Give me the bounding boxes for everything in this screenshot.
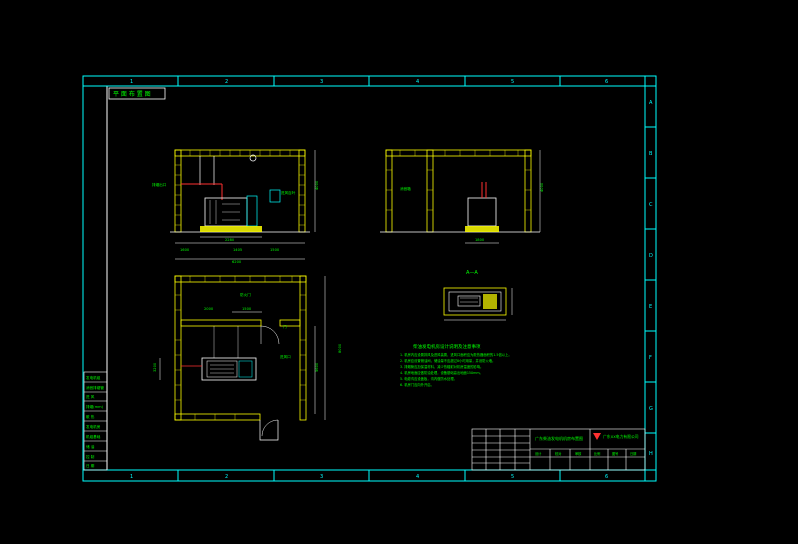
frame-side-c: C bbox=[649, 202, 653, 208]
plan-dim-left: 3200 bbox=[153, 362, 157, 372]
title-block bbox=[471, 428, 646, 471]
notes-title: 柴油发电机房设计说明及注意事项 bbox=[413, 343, 481, 350]
legend-2: 消音排烟管 bbox=[86, 385, 104, 390]
frame-side-h: H bbox=[649, 451, 653, 457]
legend-8: 储 油 bbox=[86, 444, 95, 449]
tb-cell-4: 比例 bbox=[594, 451, 600, 456]
tb-cell-1: 设计 bbox=[535, 451, 542, 456]
frame-bottom-3: 3 bbox=[320, 474, 323, 480]
frame-bottom-6: 6 bbox=[605, 474, 608, 480]
titleblock-drawing-name: 广东柴油发电机机房布置图 bbox=[535, 435, 583, 441]
zone-separators bbox=[177, 76, 656, 481]
section-label: A—A bbox=[466, 270, 478, 276]
right-elev-height: 4000 bbox=[540, 182, 544, 192]
frame-side-e: E bbox=[649, 304, 652, 310]
notes-item-5: 5. 电缆沟应设盖板，沟内做防水处理。 bbox=[400, 376, 457, 381]
legend-4: 排烟(mm) bbox=[86, 404, 104, 409]
company-logo-icon bbox=[593, 433, 601, 440]
frame-side-f: F bbox=[649, 355, 652, 361]
right-elev-label-left: 消音箱 bbox=[400, 186, 411, 191]
notes-item-1: 1. 机房内应设置排风及进风装置，进风口面积应为散热器面积的1.5倍以上。 bbox=[400, 352, 512, 357]
frame-side-g: G bbox=[649, 406, 653, 412]
plan-dim-top-small: 2000 bbox=[204, 307, 214, 311]
plan-dim-top: 1500 bbox=[242, 307, 252, 311]
genset-end-view bbox=[467, 197, 497, 227]
frame-top-3: 3 bbox=[320, 79, 323, 85]
tb-cell-6: 日期 bbox=[630, 451, 636, 456]
tb-cell-3: 审核 bbox=[575, 451, 582, 456]
plan-label-window: 进风口 bbox=[280, 354, 291, 359]
frame-side-b: B bbox=[649, 151, 653, 157]
plan-door-label: 门 bbox=[283, 324, 287, 329]
genset-plan bbox=[201, 357, 257, 381]
notes-item-3: 3. 排烟管应加保温材料，减少热辐射对机房温度的影响。 bbox=[400, 364, 483, 369]
legend-3: 进 风 bbox=[86, 394, 95, 399]
frame-side-d: D bbox=[649, 253, 653, 259]
left-elev-overall: 6200 bbox=[232, 260, 242, 264]
left-elev-dim-1: 1600 bbox=[180, 248, 190, 252]
right-elevation bbox=[380, 149, 541, 244]
inner-frame bbox=[106, 85, 646, 471]
frame-bottom-2: 2 bbox=[225, 474, 228, 480]
legend-6: 发电机房 bbox=[86, 424, 101, 429]
left-elev-label-left: 排烟出口 bbox=[152, 182, 167, 187]
titleblock-company: 广东XX电力有限公司 bbox=[603, 434, 639, 439]
legend-7: 机组基础 bbox=[86, 434, 101, 439]
frame-bottom-4: 4 bbox=[416, 474, 419, 480]
tb-cell-5: 图号 bbox=[612, 451, 618, 456]
frame-top-5: 5 bbox=[511, 79, 514, 85]
outer-frame bbox=[82, 75, 657, 482]
frame-top-2: 2 bbox=[225, 79, 228, 85]
plan-inner-height: 5600 bbox=[315, 362, 319, 372]
left-elevation bbox=[170, 149, 316, 260]
left-elev-dim-3: 1405 bbox=[233, 248, 242, 252]
notes-item-6: 6. 机房门应向外开启。 bbox=[400, 382, 434, 387]
frame-bottom-5: 5 bbox=[511, 474, 514, 480]
section-a-a bbox=[443, 287, 513, 321]
frame-top-1: 1 bbox=[130, 79, 133, 85]
plan-overall-height: 8000 bbox=[338, 343, 342, 353]
legend-5: 散 热 bbox=[86, 414, 95, 419]
title-tag: 平 面 布 置 图 bbox=[113, 90, 151, 98]
left-elev-label-right: 进风百叶 bbox=[281, 190, 296, 195]
legend-10: 日 期 bbox=[86, 463, 95, 468]
legend-1: 发电机组 bbox=[86, 375, 101, 380]
notes-item-2: 2. 机房应设置储油间，储油量不应超过8小时用量，并设防火墙。 bbox=[400, 358, 495, 363]
left-legend bbox=[83, 371, 108, 471]
tb-cell-2: 校对 bbox=[555, 451, 562, 456]
left-elev-dim-2: 2280 bbox=[225, 238, 235, 242]
frame-side-a: A bbox=[649, 100, 653, 106]
frame-top-4: 4 bbox=[416, 79, 419, 85]
plan-label-fire: 防火门 bbox=[240, 292, 251, 297]
frame-bottom-1: 1 bbox=[130, 474, 133, 480]
notes-item-4: 4. 机房地面应做防油处理，设备基础高出地面150mm。 bbox=[400, 370, 483, 375]
legend-9: 控 制 bbox=[86, 454, 95, 459]
frame-top-6: 6 bbox=[605, 79, 608, 85]
right-elev-dim: 1800 bbox=[475, 238, 485, 242]
title-tag-box bbox=[108, 87, 166, 100]
plan-view bbox=[159, 275, 326, 441]
left-elev-dim-4: 1500 bbox=[270, 248, 280, 252]
left-elev-height: 4000 bbox=[315, 180, 319, 190]
